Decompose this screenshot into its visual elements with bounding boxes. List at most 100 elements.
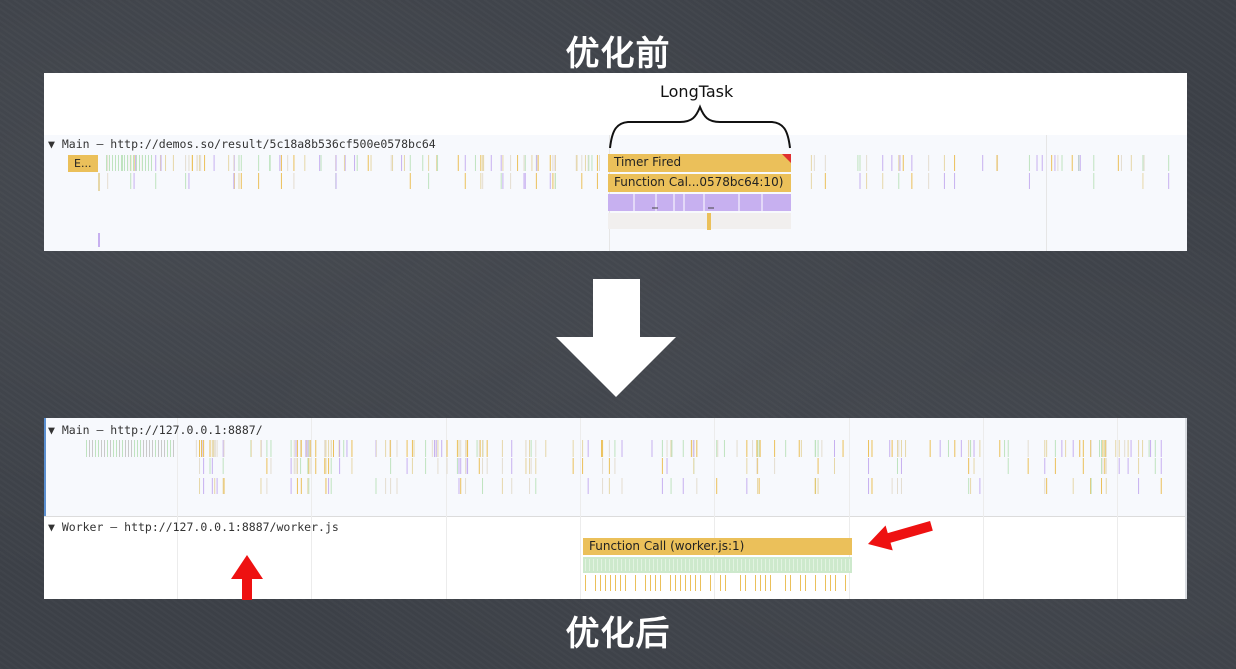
timeline-tick [332,440,334,457]
timeline-tick [325,478,327,494]
timeline-tick [653,559,654,571]
timeline-tick [293,173,295,189]
timeline-tick [891,155,893,171]
timeline-tick [650,575,651,591]
timeline-tick [199,458,201,474]
timeline-tick [1071,155,1073,171]
timeline-tick [1115,440,1117,457]
timeline-tick [133,155,135,171]
timeline-tick [817,440,819,457]
timeline-tick [460,458,462,474]
timeline-tick [411,440,413,457]
timeline-tick [797,559,798,571]
timeline-tick [720,575,721,591]
timeline-tick [813,155,815,171]
timeline-tick [725,559,726,571]
timeline-tick [911,155,913,171]
timeline-tick [392,155,394,171]
timeline-tick [95,440,96,457]
timeline-tick [107,155,109,171]
timeline-tick [1028,173,1030,189]
longtask-label: LongTask [660,82,734,101]
timeline-tick [968,440,970,457]
function-call-block[interactable]: Function Cal...0578bc64:10) [608,174,791,192]
timeline-tick [185,155,187,171]
main-track-label[interactable]: ▼ Main — http://127.0.0.1:8887/ [48,423,263,437]
timeline-tick [871,478,873,494]
timeline-tick [293,440,295,457]
timeline-tick [545,440,547,457]
timeline-tick [213,440,215,457]
timeline-tick [413,440,415,457]
timeline-tick [1127,440,1129,457]
timeline-tick [660,575,661,591]
timeline-tick [222,458,224,474]
worker-track-label[interactable]: ▼ Worker — http://127.0.0.1:8887/worker.… [48,520,339,534]
timeline-tick [328,458,330,474]
timeline-tick [143,440,144,457]
timeline-tick [597,559,598,571]
script-block[interactable] [608,194,791,211]
main-track-label[interactable]: ▼ Main — http://demos.so/result/5c18a8b5… [48,137,436,151]
timeline-tick [1090,440,1092,457]
timeline-tick [149,440,150,457]
timeline-tick [682,440,684,457]
timeline-tick [690,575,691,591]
timeline-tick [406,440,408,457]
timeline-tick [385,440,387,457]
timeline-tick [203,458,205,474]
timer-fired-block[interactable]: Timer Fired [608,154,791,172]
timeline-tick [601,440,603,457]
timeline-tick [409,155,411,171]
longtask-subticks [608,194,791,230]
timeline-tick [339,440,341,457]
timeline-tick [798,440,800,457]
timeline-tick [118,155,119,171]
timeline-tick [1117,418,1118,599]
timeline-tick [151,155,152,171]
timeline-tick [1054,440,1056,457]
timeline-tick [1099,440,1101,457]
timeline-tick [805,575,806,591]
timeline-tick [729,559,730,571]
timeline-tick [746,478,748,494]
timeline-tick [582,458,584,474]
timeline-tick [1160,478,1162,494]
timeline-tick [403,155,405,171]
timeline-tick [121,155,122,171]
timeline-tick [969,440,971,457]
timeline-tick [511,440,513,457]
timeline-tick [757,478,759,494]
timeline-tick [131,440,132,457]
timeline-tick [970,478,972,494]
timeline-tick [467,440,469,457]
timeline-tick [1004,440,1006,457]
event-block[interactable]: E... [68,155,98,172]
timeline-tick [290,478,292,494]
timeline-tick [610,575,611,591]
timeline-tick [457,155,459,171]
timeline-tick [385,478,387,494]
timeline-tick [1168,173,1170,189]
timeline-tick [164,440,165,457]
timeline-tick [300,458,302,474]
timeline-tick [324,440,326,457]
timeline-tick [199,440,201,457]
timeline-tick [339,458,341,474]
timeline-tick [328,478,330,494]
timeline-tick [106,155,107,171]
worker-function-call-block[interactable]: Function Call (worker.js:1) [583,538,852,555]
timeline-tick [845,575,846,591]
timeline-tick [1044,458,1046,474]
timeline-tick [270,440,272,457]
timeline-tick [841,559,842,571]
timeline-tick [530,458,532,474]
timeline-tick [746,440,748,457]
grid-line [609,135,610,251]
timeline-tick [296,440,298,457]
timeline-tick [325,440,327,457]
timeline-tick [1051,155,1053,171]
timeline-tick [572,458,574,474]
timeline-tick [296,458,298,474]
timeline-tick [535,458,537,474]
